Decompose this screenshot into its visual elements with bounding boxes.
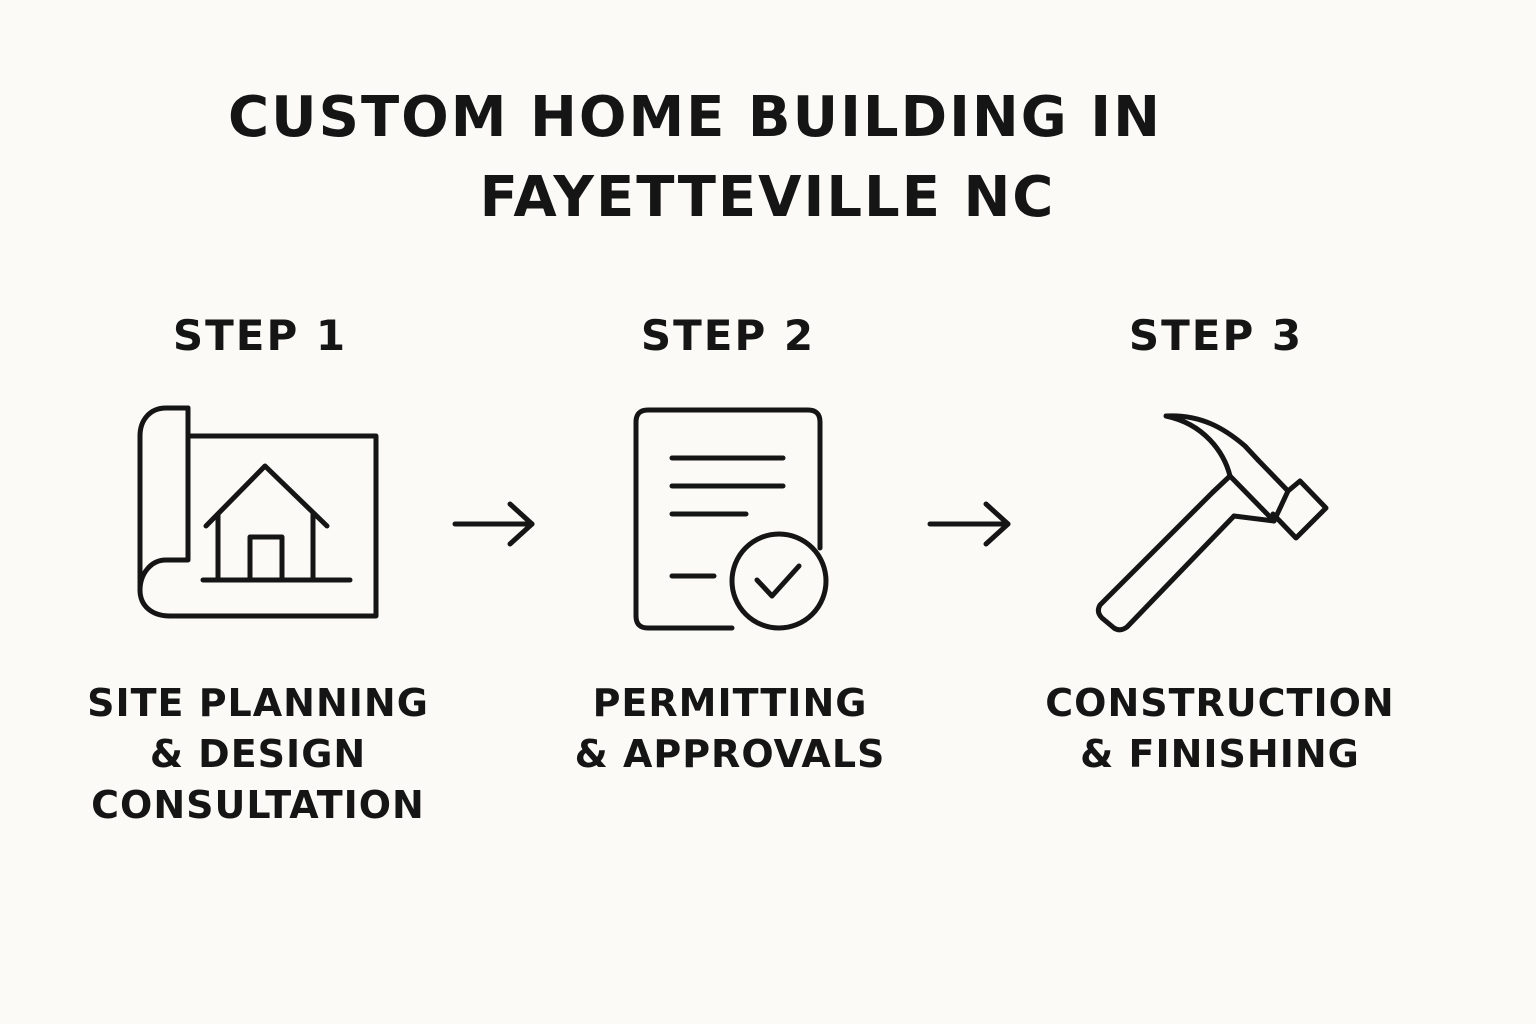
hammer-icon (1090, 402, 1330, 637)
title-line-2: FAYETTEVILLE NC (479, 165, 1056, 230)
arrow-right-icon (926, 500, 1016, 550)
document-checkmark-icon (628, 402, 838, 637)
step-3-description-line: CONSTRUCTION (1045, 681, 1395, 725)
step-2-description-line: PERMITTING (592, 681, 868, 725)
step-1-description: SITE PLANNING & DESIGN CONSULTATION (48, 678, 468, 831)
step-1-description-line: CONSULTATION (91, 783, 425, 827)
title-line-1: CUSTOM HOME BUILDING IN (228, 85, 1162, 150)
step-2-description-line: & APPROVALS (574, 732, 886, 776)
step-3-description: CONSTRUCTION & FINISHING (1010, 678, 1430, 780)
step-2-label: STEP 2 (640, 311, 816, 360)
step-3-description-line: & FINISHING (1080, 732, 1360, 776)
blueprint-house-icon (130, 400, 390, 630)
page-title: CUSTOM HOME BUILDING IN FAYETTEVILLE NC (0, 78, 1536, 238)
arrow-right-icon (452, 500, 542, 550)
step-1-description-line: SITE PLANNING (87, 681, 429, 725)
step-3-label: STEP 3 (1128, 311, 1304, 360)
step-1-label: STEP 1 (172, 311, 348, 360)
step-2-description: PERMITTING & APPROVALS (520, 678, 940, 780)
step-1-description-line: & DESIGN (149, 732, 367, 776)
